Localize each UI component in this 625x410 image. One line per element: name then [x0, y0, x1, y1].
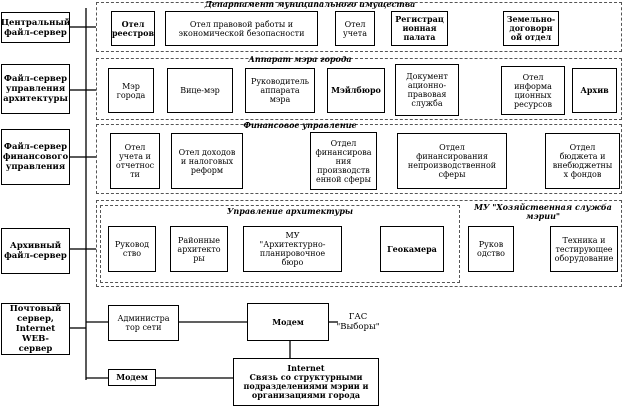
- modem-main-label: Модем: [272, 316, 304, 327]
- unit-land[interactable]: Земельно- договорн ой отдел: [503, 11, 559, 46]
- unit-docs-legal[interactable]: Документ ационно- правовая служба: [395, 64, 459, 116]
- unit-label: Земельно- договорн ой отдел: [506, 14, 556, 42]
- unit-office-head[interactable]: Руководитель аппарата мэра: [245, 68, 315, 113]
- internet-connection[interactable]: Internet Связь со структурными подраздел…: [233, 358, 379, 406]
- central-file-server-label: Центральный файл-сервер: [1, 17, 70, 38]
- unit-mail-bureau[interactable]: Мэйлбюро: [327, 68, 385, 113]
- architecture-file-server-label: Файл-сервер управления архитектуры: [3, 74, 68, 104]
- central-file-server[interactable]: Центральный файл-сервер: [1, 12, 70, 43]
- unit-label: Отел реестров: [111, 18, 155, 38]
- unit-geocamera[interactable]: Геокамера: [380, 226, 444, 272]
- finance-department-title: Финансовое управление: [243, 120, 357, 130]
- lower-panel: [96, 200, 622, 287]
- finance-file-server-label: Файл-сервер финансового управления: [2, 142, 69, 172]
- modem-secondary[interactable]: Модем: [108, 369, 156, 386]
- unit-fin-nonproduction[interactable]: Отдел финансирования непроизводственной …: [397, 133, 507, 189]
- unit-mu-leadership[interactable]: Руков одство: [468, 226, 514, 272]
- modem-main[interactable]: Модем: [247, 303, 329, 341]
- unit-label: Отел учета и отчетнос ти: [115, 143, 155, 179]
- modem-secondary-label: Модем: [116, 372, 148, 382]
- unit-label: Вице-мэр: [180, 86, 220, 95]
- unit-label: Геокамера: [387, 243, 437, 254]
- unit-label: МУ "Архитектурно- планировочное бюро: [259, 231, 326, 267]
- network-administrator-label: Администра тор сети: [117, 314, 170, 332]
- archive-file-server[interactable]: Архивный файл-сервер: [1, 228, 70, 274]
- unit-label: Архив: [580, 85, 609, 95]
- mail-web-server-label: Почтовый сервер, Internet WEB- сервер: [9, 304, 62, 354]
- unit-label: Мэр города: [116, 81, 146, 100]
- mayor-office-title: Аппарат мэра города: [248, 54, 352, 64]
- municipal-service-title: МУ "Хозяйственная служба мэрии": [474, 202, 612, 221]
- unit-arch-district[interactable]: Районные архитекто ры: [170, 226, 228, 272]
- unit-label: Отел правовой работы и экономической без…: [178, 19, 305, 38]
- unit-accounting[interactable]: Отел учета: [335, 11, 375, 46]
- architecture-management-panel: [100, 205, 460, 283]
- architecture-file-server[interactable]: Файл-сервер управления архитектуры: [1, 64, 70, 114]
- unit-registry[interactable]: Отел реестров: [111, 11, 155, 46]
- unit-label: Отел информа ционных ресурсов: [514, 72, 552, 109]
- unit-label: Руковод ство: [114, 240, 150, 258]
- mail-web-server[interactable]: Почтовый сервер, Internet WEB- сервер: [1, 303, 70, 355]
- unit-label: Отел доходов и налоговых реформ: [178, 147, 236, 175]
- unit-fin-accounting[interactable]: Отел учета и отчетнос ти: [110, 133, 160, 189]
- unit-label: Отел учета: [343, 19, 367, 38]
- property-department-panel: [96, 2, 622, 52]
- unit-fin-production[interactable]: Отдел финансирова ния производств енной …: [310, 132, 377, 190]
- internet-connection-label: Internet Связь со структурными подраздел…: [243, 363, 369, 400]
- unit-fin-budget[interactable]: Отдел бюджета и внебюджетны х фондов: [545, 133, 620, 189]
- unit-registration[interactable]: Регистрац ионная палата: [391, 11, 448, 46]
- unit-mu-equipment[interactable]: Техника и тестирующее оборудование: [550, 226, 618, 272]
- unit-legal[interactable]: Отел правовой работы и экономической без…: [165, 11, 318, 46]
- architecture-management-title: Управление архитектуры: [226, 206, 354, 216]
- unit-info-resources[interactable]: Отел информа ционных ресурсов: [501, 66, 565, 115]
- unit-label: Документ ационно- правовая служба: [406, 72, 448, 108]
- unit-label: Регистрац ионная палата: [395, 14, 444, 42]
- unit-label: Отдел финансирования непроизводственной …: [407, 143, 497, 179]
- mayor-office-panel: [96, 58, 622, 120]
- unit-label: Отдел бюджета и внебюджетны х фондов: [552, 143, 613, 179]
- unit-vice-mayor[interactable]: Вице-мэр: [167, 68, 233, 113]
- unit-label: Руков одство: [477, 240, 505, 258]
- unit-label: Руководитель аппарата мэра: [250, 77, 310, 104]
- unit-label: Районные архитекто ры: [177, 235, 221, 263]
- property-department-title: Департамент муниципального имущества: [204, 0, 416, 9]
- gas-elections-label: ГАС "Выборы": [336, 312, 380, 332]
- finance-department-panel: [96, 124, 622, 194]
- unit-label: Техника и тестирующее оборудование: [554, 235, 614, 263]
- unit-arch-bureau[interactable]: МУ "Архитектурно- планировочное бюро: [243, 226, 342, 272]
- unit-fin-revenue[interactable]: Отел доходов и налоговых реформ: [171, 133, 243, 189]
- unit-label: Отдел финансирова ния производств енной …: [315, 138, 372, 184]
- unit-label: Мэйлбюро: [331, 85, 381, 95]
- archive-file-server-label: Архивный файл-сервер: [4, 241, 67, 261]
- network-administrator[interactable]: Администра тор сети: [108, 305, 179, 341]
- finance-file-server[interactable]: Файл-сервер финансового управления: [1, 129, 70, 185]
- unit-archive[interactable]: Архив: [572, 68, 617, 113]
- unit-arch-leadership[interactable]: Руковод ство: [108, 226, 156, 272]
- unit-mayor[interactable]: Мэр города: [108, 68, 154, 113]
